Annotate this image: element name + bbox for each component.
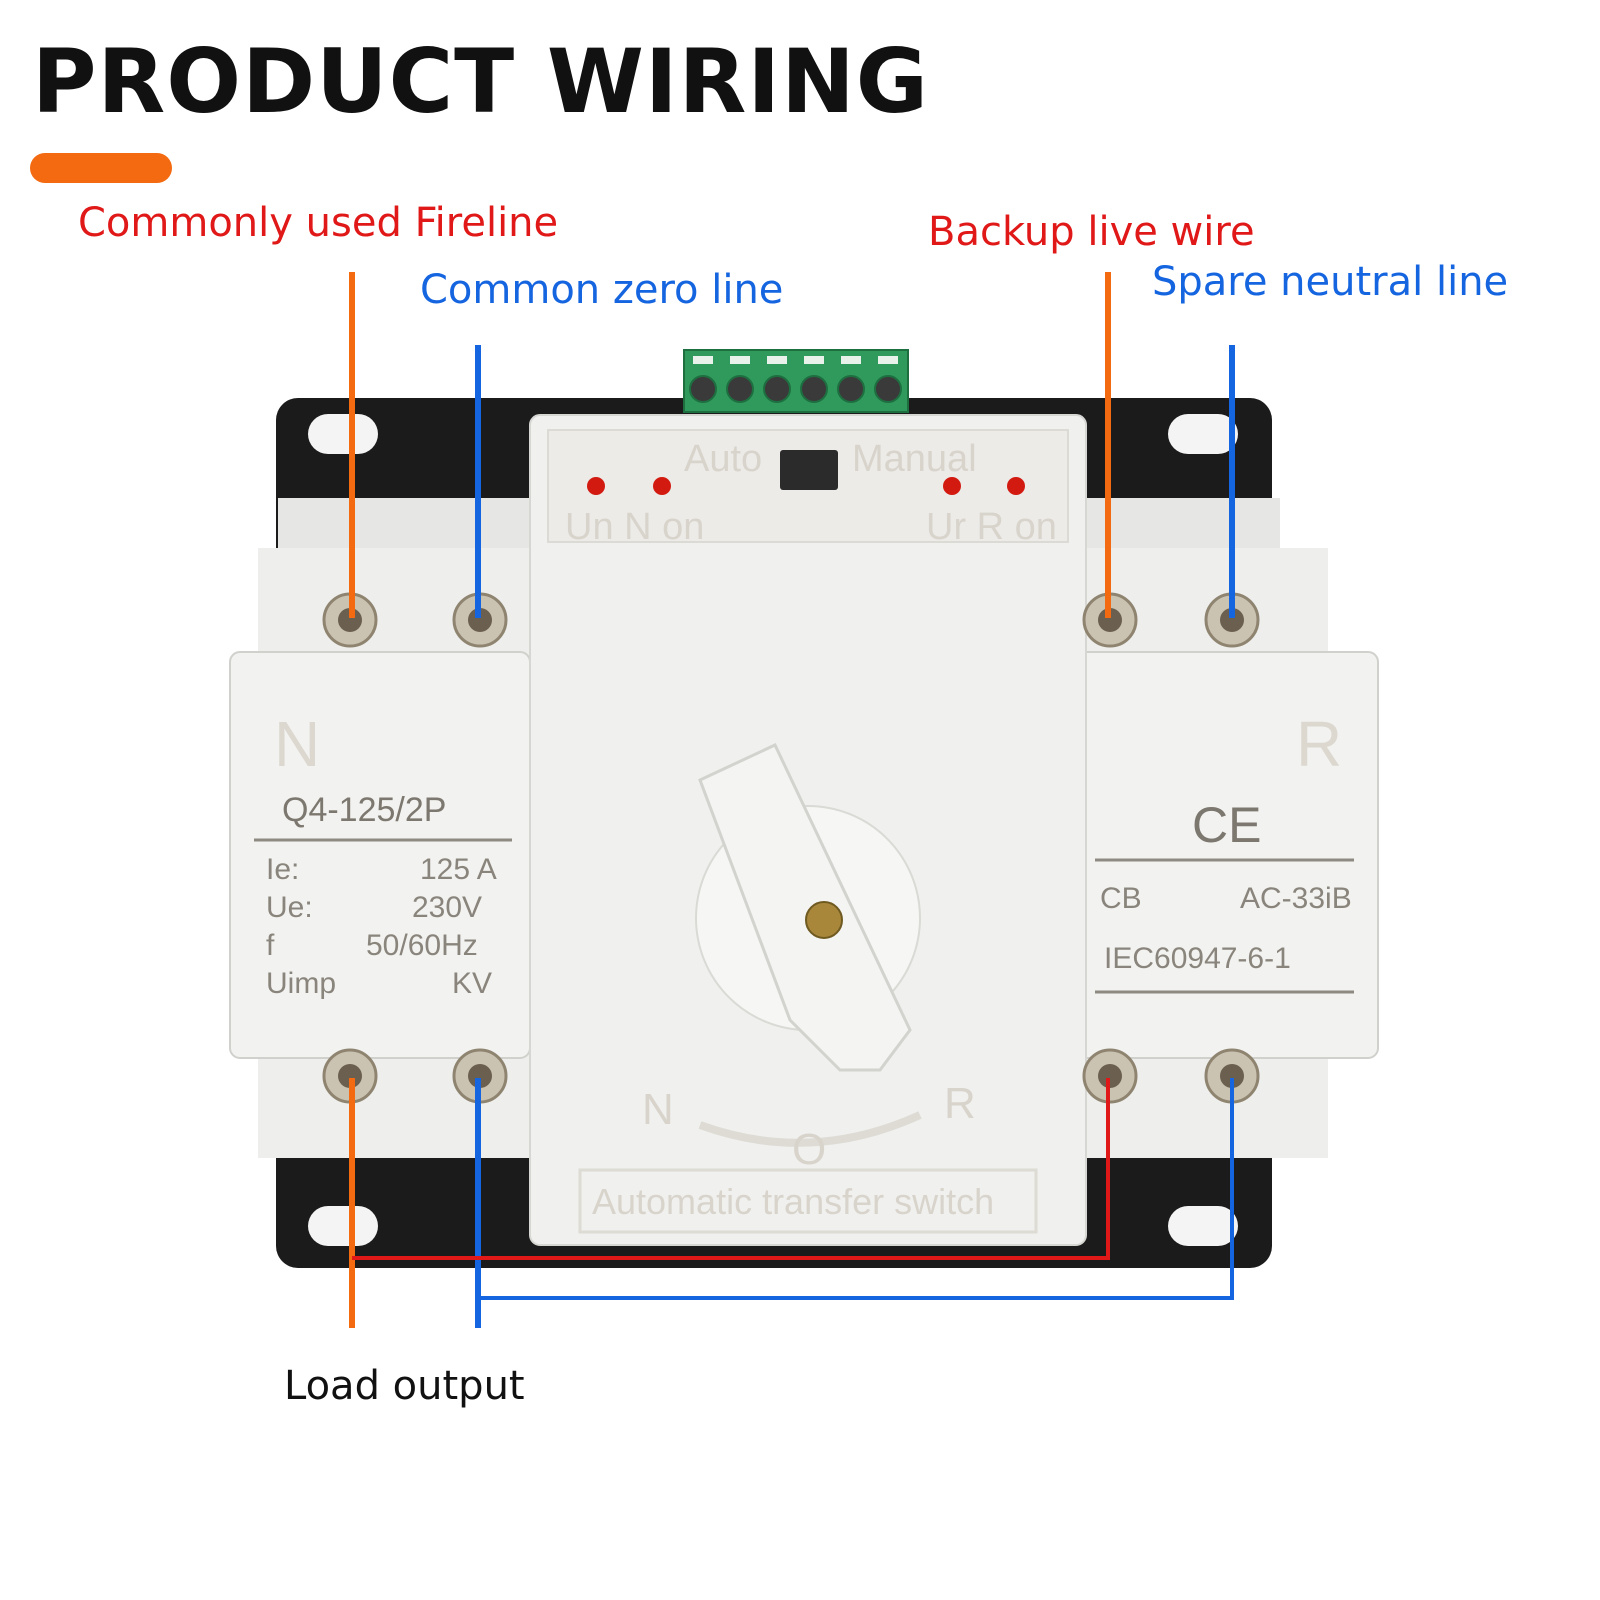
led-ur-r-on-label: Ur R on bbox=[926, 506, 1057, 548]
spec-key: f bbox=[266, 929, 275, 962]
terminal-screw-head bbox=[468, 608, 492, 632]
dial-o-marker: O bbox=[792, 1125, 827, 1174]
mode-manual-label: Manual bbox=[852, 438, 977, 480]
terminal-slot bbox=[730, 356, 750, 364]
spec-value: 125 A bbox=[420, 853, 497, 886]
spec-value: 50/60Hz bbox=[366, 929, 478, 962]
terminal-screw bbox=[837, 375, 865, 403]
backup-bridge-wire bbox=[352, 1078, 1110, 1260]
mounting-hole-bottom-left bbox=[308, 1206, 378, 1246]
left-pole-letter: N bbox=[274, 708, 321, 780]
terminal-screw bbox=[689, 375, 717, 403]
terminal-screw-head bbox=[1098, 1064, 1122, 1088]
dial-r-marker: R bbox=[944, 1079, 976, 1128]
handle-screw bbox=[805, 901, 843, 939]
model-number: Q4-125/2P bbox=[282, 791, 447, 829]
led-ur-r-2 bbox=[1007, 477, 1025, 495]
ce-mark: CE bbox=[1192, 797, 1262, 853]
terminal-screw bbox=[726, 375, 754, 403]
callout-commonly-used-fireline: Commonly used Fireline bbox=[78, 200, 559, 246]
terminal-slot bbox=[693, 356, 713, 364]
mounting-hole-top-right bbox=[1168, 414, 1238, 454]
right-pole-letter: R bbox=[1296, 708, 1343, 780]
title-accent-bar bbox=[30, 153, 172, 183]
callout-common-zero-line: Common zero line bbox=[420, 267, 784, 313]
terminal-screw bbox=[763, 375, 791, 403]
spec-key: Uimp bbox=[266, 967, 337, 1000]
terminal-slot bbox=[767, 356, 787, 364]
footer-label: Automatic transfer switch bbox=[592, 1181, 995, 1222]
auto-manual-slider bbox=[780, 450, 838, 490]
led-un-n-1 bbox=[587, 477, 605, 495]
callout-backup-live-wire: Backup live wire bbox=[928, 209, 1255, 255]
standard-number: IEC60947-6-1 bbox=[1104, 942, 1291, 975]
terminal-slot bbox=[804, 356, 824, 364]
led-ur-r-1 bbox=[943, 477, 961, 495]
led-un-n-2 bbox=[653, 477, 671, 495]
spec-key: Ie: bbox=[266, 853, 300, 886]
terminal-screw-head bbox=[1220, 608, 1244, 632]
callout-load-output: Load output bbox=[284, 1363, 525, 1409]
spec-value: 230V bbox=[412, 891, 483, 924]
terminal-screw-head bbox=[1098, 608, 1122, 632]
terminal-slot bbox=[878, 356, 898, 364]
dial-n-marker: N bbox=[642, 1085, 674, 1134]
spec-value: KV bbox=[452, 967, 493, 1000]
callout-spare-neutral-line: Spare neutral line bbox=[1152, 259, 1509, 305]
breaker-class: CB bbox=[1100, 882, 1142, 915]
terminal-screw-head bbox=[1220, 1064, 1244, 1088]
mode-auto-label: Auto bbox=[684, 438, 763, 480]
page-title: PRODUCT WIRING bbox=[32, 30, 930, 133]
mounting-hole-bottom-right bbox=[1168, 1206, 1238, 1246]
terminal-screw-head bbox=[338, 608, 362, 632]
terminal-screw bbox=[800, 375, 828, 403]
spec-key: Ue: bbox=[266, 891, 313, 924]
mounting-hole-top-left bbox=[308, 414, 378, 454]
terminal-screw-head bbox=[338, 1064, 362, 1088]
terminal-block bbox=[683, 349, 909, 413]
terminal-slot bbox=[841, 356, 861, 364]
utilization-category: AC-33iB bbox=[1240, 882, 1352, 915]
terminal-screw bbox=[874, 375, 902, 403]
neutral-bridge-wire bbox=[478, 1078, 1234, 1300]
terminal-screw-head bbox=[468, 1064, 492, 1088]
led-un-n-on-label: Un N on bbox=[565, 506, 705, 548]
rotary-handle bbox=[698, 743, 912, 1072]
